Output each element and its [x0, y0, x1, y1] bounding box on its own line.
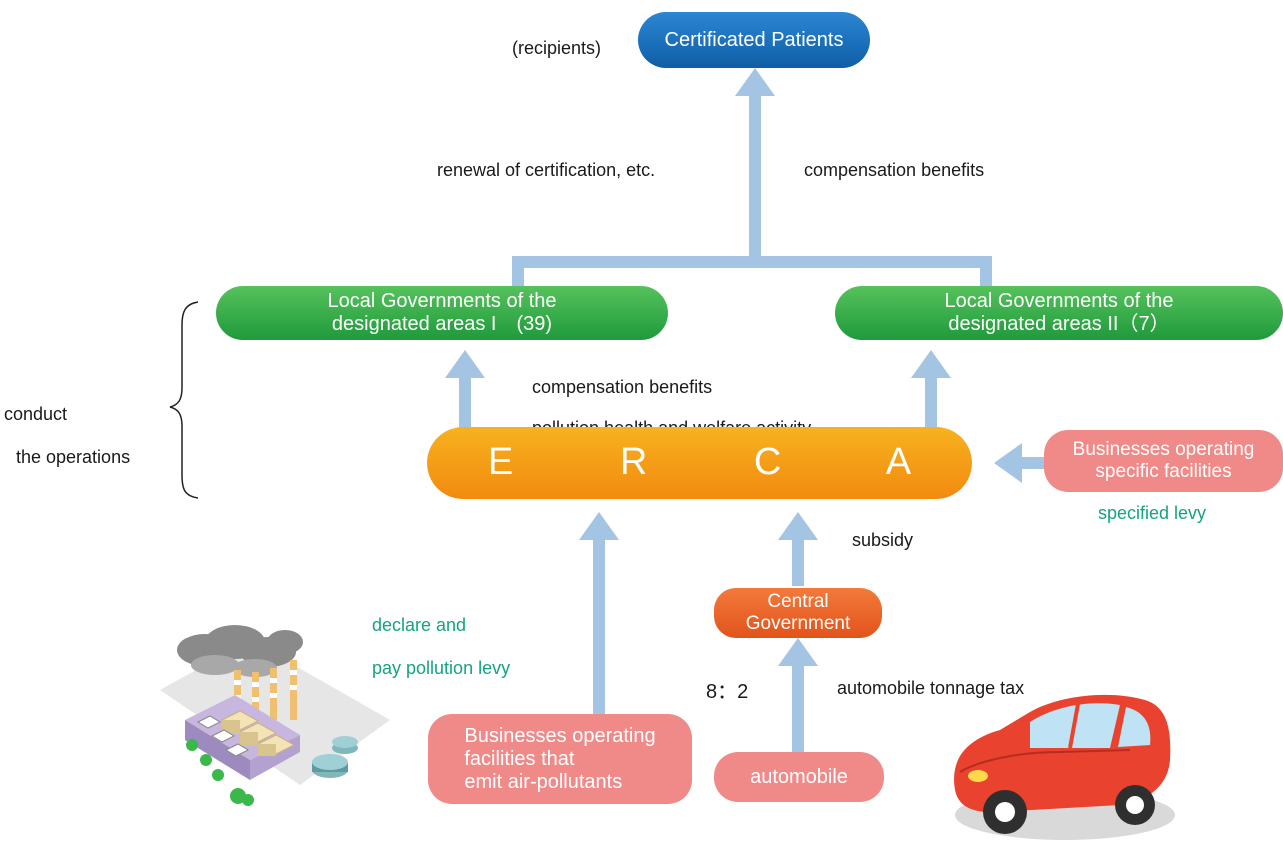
- emitters-line3: emit air-pollutants: [464, 770, 623, 793]
- conduct-operations-text: conduct the operations: [4, 382, 130, 490]
- central-government-line1: Central: [767, 591, 829, 613]
- declare-line-2: pay pollution levy: [372, 657, 511, 678]
- conduct-line-2: the operations: [16, 446, 131, 467]
- emitters-line2: facilities that: [464, 747, 575, 770]
- central-government-node: Central Government: [714, 588, 882, 638]
- local-gov-2-node: Local Governments of the designated area…: [835, 286, 1283, 340]
- compensation-top-label: compensation benefits: [804, 160, 985, 180]
- certificated-patients-label: Certificated Patients: [664, 28, 844, 51]
- specified-levy-label: specified levy: [1098, 503, 1207, 523]
- automobile-node: automobile: [714, 752, 884, 802]
- automobile-label: automobile: [750, 765, 848, 788]
- declare-line-1: declare and: [372, 614, 467, 635]
- erca-node: E R C A: [427, 427, 972, 499]
- local-gov-1-node: Local Governments of the designated area…: [216, 286, 668, 340]
- conduct-line-1: conduct: [4, 403, 68, 424]
- tonnage-tax-label: automobile tonnage tax: [837, 678, 1025, 698]
- ratio-label: 8：2: [706, 681, 749, 703]
- central-government-line2: Government: [745, 613, 851, 634]
- local-gov-2-line1: Local Governments of the: [944, 290, 1174, 312]
- declare-pay-text: declare and pay pollution levy: [372, 593, 510, 701]
- local-gov-1-line1: Local Governments of the: [327, 290, 557, 312]
- middle-line-1: compensation benefits: [532, 376, 713, 397]
- renewal-label: renewal of certification, etc.: [437, 160, 656, 180]
- local-gov-1-line2: designated areas I (39): [331, 313, 553, 335]
- erca-label: E R C A: [487, 441, 960, 484]
- specific-facilities-line1: Businesses operating: [1072, 439, 1255, 461]
- local-gov-2-line2: designated areas II（7）: [948, 313, 1170, 335]
- recipients-label: (recipients): [512, 38, 602, 58]
- subsidy-label: subsidy: [852, 530, 914, 550]
- emitters-line1: Businesses operating: [464, 724, 656, 747]
- specific-facilities-node: Businesses operating specific facilities: [1044, 430, 1283, 492]
- emitters-node: Businesses operating facilities that emi…: [428, 714, 692, 804]
- certificated-patients-node: Certificated Patients: [638, 12, 870, 68]
- bracket: [169, 301, 199, 499]
- specific-facilities-line2: specific facilities: [1095, 461, 1232, 482]
